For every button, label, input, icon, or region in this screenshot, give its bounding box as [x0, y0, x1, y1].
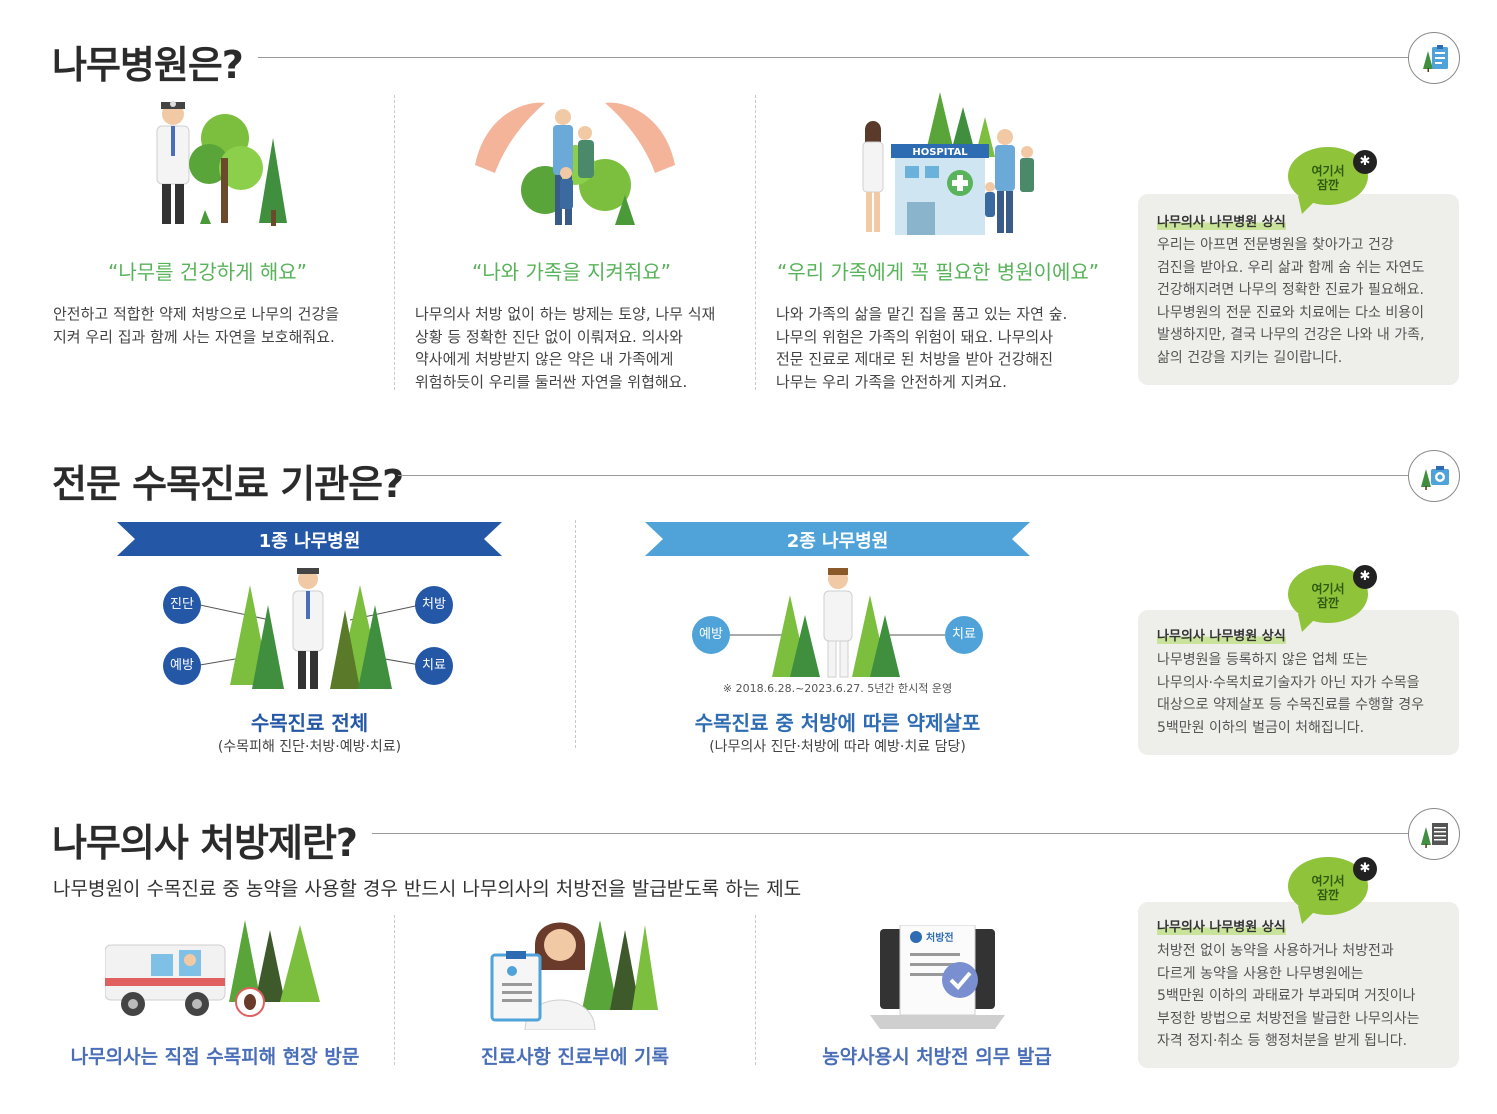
paragraph-3: 나와 가족의 삶을 맡긴 집을 품고 있는 자연 숲. 나무의 위험은 가족의 …	[776, 305, 1068, 391]
bubble-text: 여기서 잠깐	[1311, 582, 1345, 610]
section2-title: 전문 수목진료 기관은?	[52, 462, 404, 506]
ribbon-type1-label: 1종 나무병원	[258, 531, 361, 552]
type1-forest-doctor	[199, 568, 421, 689]
caption-visit: 나무의사는 직접 수목피해 현장 방문	[70, 1046, 360, 1068]
info-title: 나무의사 나무병원 상식	[1157, 916, 1286, 935]
divider	[755, 95, 756, 390]
ambulance-illustration	[105, 920, 320, 1017]
section3-title: 나무의사 처방제란?	[52, 821, 358, 865]
ribbon-type1	[117, 522, 502, 556]
divider	[755, 915, 756, 1065]
label-treatment: 치료	[415, 647, 453, 685]
label-diagnosis: 진단	[163, 586, 201, 624]
section2-rule	[398, 475, 1408, 476]
quote-2: “나와 가족을 지켜줘요”	[472, 260, 672, 284]
type2-subcaption: (나무의사 진단·처방에 따라 예방·치료 담당)	[709, 739, 966, 755]
prescription-label: 처방전	[926, 931, 954, 944]
ribbon-type2-label: 2종 나무병원	[786, 531, 889, 552]
info-title: 나무의사 나무병원 상식	[1157, 625, 1286, 644]
label-prescription: 처방	[415, 586, 453, 624]
info-text: 우리는 아프면 전문병원을 찾아가고 건강 검진을 받아요. 우리 삶과 함께 …	[1157, 237, 1425, 366]
quote-1: “나무를 건강하게 해요”	[108, 260, 308, 284]
type2-note: ※ 2018.6.28.~2023.6.27. 5년간 한시적 운영	[722, 682, 953, 695]
hands-family-illustration	[465, 95, 685, 235]
hospital-family-illustration: HOSPITAL	[855, 92, 1045, 240]
lightbulb-icon: ✱	[1353, 857, 1377, 881]
doctor-clipboard-illustration	[490, 920, 658, 1030]
first-aid-tree-icon	[1408, 450, 1460, 502]
type1-subcaption: (수목피해 진단·처방·예방·치료)	[217, 739, 402, 755]
quote-3: “우리 가족에게 꼭 필요한 병원이에요”	[777, 260, 1100, 284]
lightbulb-icon: ✱	[1353, 150, 1377, 174]
clipboard-tree-icon	[1408, 32, 1460, 84]
bubble-text: 여기서 잠깐	[1311, 874, 1345, 902]
divider	[394, 95, 395, 390]
section1-rule	[258, 57, 1408, 58]
label-treatment: 치료	[945, 616, 983, 654]
caption-issue: 농약사용시 처방전 의무 발급	[822, 1046, 1052, 1068]
paragraph-2: 나무의사 처방 없이 하는 방제는 토양, 나무 식재 상황 등 정확한 진단 …	[415, 305, 716, 391]
paragraph-1: 안전하고 적합한 약제 처방으로 나무의 건강을 지켜 우리 집과 함께 사는 …	[53, 305, 340, 346]
label-prevention: 예방	[163, 647, 201, 685]
info-title: 나무의사 나무병원 상식	[1157, 211, 1286, 230]
lightbulb-icon: ✱	[1353, 565, 1377, 589]
section3-rule	[372, 833, 1408, 834]
hospital-sign: HOSPITAL	[912, 147, 968, 158]
ribbon-type2	[645, 522, 1030, 556]
section3-subtitle: 나무병원이 수목진료 중 농약을 사용할 경우 반드시 나무의사의 처방전을 발…	[53, 878, 802, 900]
caption-record: 진료사항 진료부에 기록	[480, 1046, 670, 1068]
info-text: 나무병원을 등록하지 않은 업체 또는 나무의사·수목치료기술자가 아닌 자가 …	[1157, 652, 1424, 736]
info-text: 처방전 없이 농약을 사용하거나 처방전과 다르게 농약을 사용한 나무병원에는…	[1157, 943, 1420, 1049]
laptop-prescription-illustration: 처방전	[870, 925, 1005, 1029]
bubble-tail	[1298, 906, 1320, 924]
divider	[394, 915, 395, 1065]
type1-caption: 수목진료 전체	[250, 711, 369, 735]
type2-caption: 수목진료 중 처방에 따른 약제살포	[694, 711, 981, 735]
document-tree-icon	[1408, 808, 1460, 860]
bubble-tail	[1298, 196, 1320, 214]
type2-forest-doctor	[730, 568, 945, 678]
bubble-tail	[1298, 614, 1320, 632]
bubble-text: 여기서 잠깐	[1311, 164, 1345, 192]
doctor-trees-illustration	[145, 98, 305, 238]
label-prevention: 예방	[692, 616, 730, 654]
section1-title: 나무병원은?	[52, 43, 244, 87]
divider	[575, 520, 576, 748]
